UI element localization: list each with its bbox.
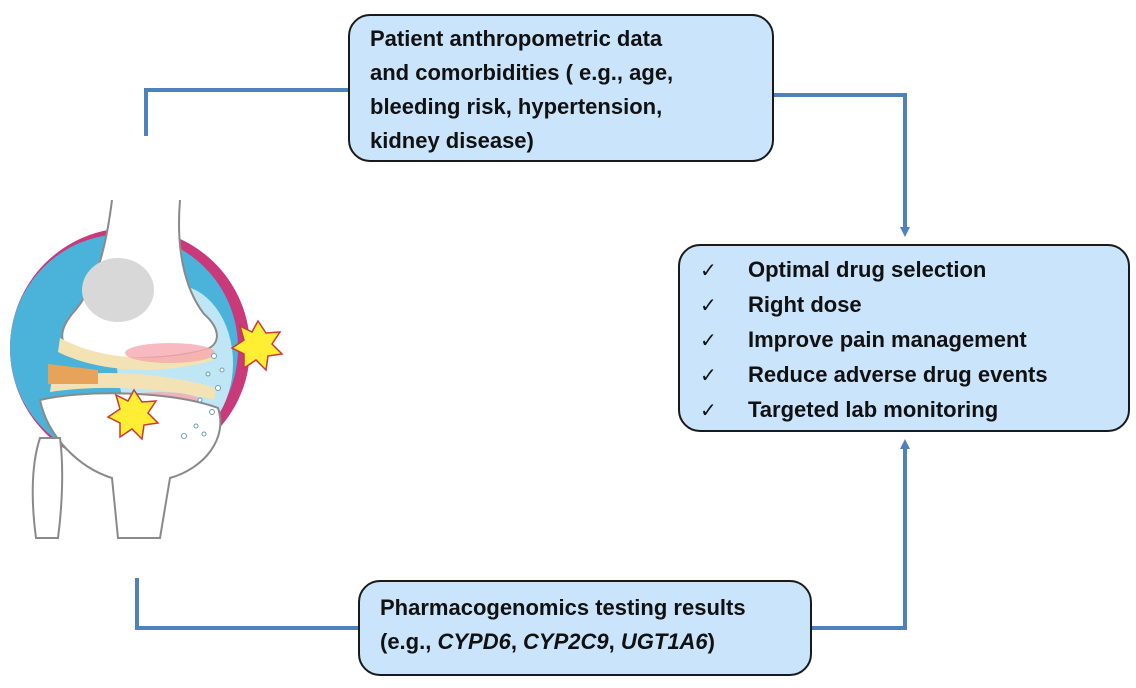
patient-data-line: and comorbidities ( e.g., age,: [370, 60, 674, 85]
patient-data-line: bleeding risk, hypertension,: [370, 94, 663, 119]
meniscus: [48, 364, 98, 384]
patient-data-line: kidney disease): [370, 128, 534, 153]
outcome-item: ✓ Improve pain management: [700, 322, 1114, 357]
patient-data-line: Patient anthropometric data: [370, 26, 663, 51]
gene-name: CYPD6: [437, 629, 511, 654]
pain-burst-icon: [106, 388, 160, 441]
tibia-bone: [38, 392, 222, 539]
outcome-item: ✓ Optimal drug selection: [700, 252, 1114, 287]
outcome-item: ✓ Reduce adverse drug events: [700, 357, 1114, 392]
pharmacogenomics-title: Pharmacogenomics testing results: [380, 595, 746, 620]
outcome-label: Improve pain management: [748, 326, 1027, 352]
checkmark-icon: ✓: [700, 257, 717, 282]
outcome-label: Optimal drug selection: [748, 256, 987, 282]
outcome-label: Targeted lab monitoring: [748, 396, 999, 422]
gene-name: UGT1A6: [620, 629, 708, 654]
checkmark-icon: ✓: [700, 362, 717, 387]
pharmacogenomics-box: Pharmacogenomics testing results (e.g., …: [358, 580, 812, 676]
connector-joint-to-bottom: [135, 578, 358, 630]
outcome-item: ✓ Targeted lab monitoring: [700, 392, 1114, 427]
outcome-label: Right dose: [748, 291, 862, 317]
arrow-bottom-to-outcomes: [812, 439, 910, 630]
gene-examples: (e.g., CYPD6, CYP2C9, UGT1A6): [380, 625, 796, 659]
gene-separator: ,: [510, 629, 524, 654]
checkmark-icon: ✓: [700, 292, 717, 317]
outcome-item: ✓ Right dose: [700, 287, 1114, 322]
outcomes-box: ✓ Optimal drug selection ✓ Right dose ✓ …: [678, 244, 1130, 432]
inflammation-glow: [125, 343, 215, 363]
gene-examples-prefix: (e.g.,: [380, 629, 438, 654]
fibula-bone: [31, 437, 64, 539]
fluid-bubbles: [181, 353, 225, 439]
patient-data-box: Patient anthropometric data and comorbid…: [348, 14, 774, 162]
pain-burst-icon: [230, 319, 284, 372]
patella: [82, 258, 154, 322]
arrow-top-to-outcomes: [774, 93, 910, 237]
knee-joint-illustration: [0, 138, 300, 578]
checkmark-icon: ✓: [700, 397, 717, 422]
gene-separator: ,: [608, 629, 621, 654]
connector-joint-to-top: [144, 88, 348, 136]
gene-examples-suffix: ): [707, 629, 715, 654]
gene-name: CYP2C9: [523, 629, 609, 654]
outcome-label: Reduce adverse drug events: [748, 361, 1048, 387]
checkmark-icon: ✓: [700, 327, 717, 352]
